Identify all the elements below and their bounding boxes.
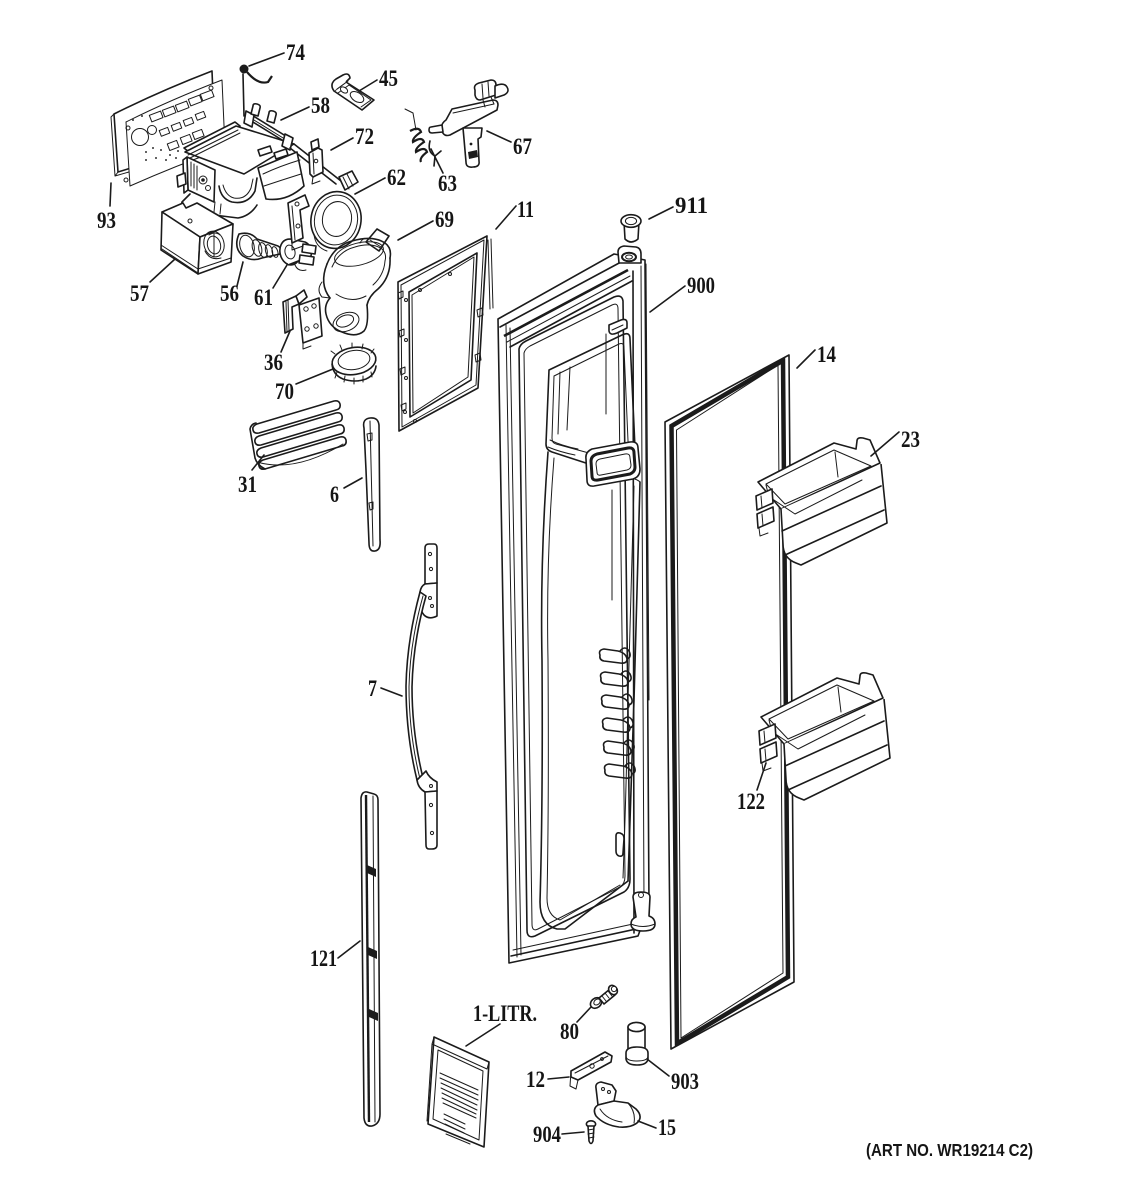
svg-text:14: 14 — [817, 342, 836, 368]
svg-text:11: 11 — [517, 197, 534, 223]
svg-text:62: 62 — [387, 165, 406, 191]
svg-text:900: 900 — [687, 273, 715, 299]
svg-text:36: 36 — [264, 350, 283, 376]
svg-text:93: 93 — [97, 208, 116, 234]
svg-text:45: 45 — [379, 66, 398, 92]
svg-text:6: 6 — [330, 482, 339, 508]
svg-text:56: 56 — [220, 281, 239, 307]
svg-text:121: 121 — [310, 946, 337, 972]
svg-text:15: 15 — [658, 1115, 676, 1141]
svg-text:911: 911 — [675, 193, 708, 219]
svg-text:58: 58 — [311, 93, 330, 119]
svg-text:23: 23 — [901, 427, 920, 453]
svg-text:67: 67 — [513, 134, 532, 160]
svg-text:12: 12 — [526, 1067, 545, 1093]
svg-text:72: 72 — [355, 124, 374, 150]
svg-text:(ART NO. WR19214 C2): (ART NO. WR19214 C2) — [866, 1140, 1033, 1160]
svg-text:31: 31 — [238, 472, 257, 498]
svg-text:903: 903 — [671, 1069, 699, 1095]
svg-text:57: 57 — [130, 281, 149, 307]
svg-text:70: 70 — [275, 379, 294, 405]
svg-text:74: 74 — [286, 40, 305, 66]
svg-text:80: 80 — [560, 1019, 579, 1045]
svg-text:1-LITR.: 1-LITR. — [473, 1001, 537, 1027]
svg-text:63: 63 — [438, 171, 457, 197]
svg-text:7: 7 — [368, 676, 377, 702]
svg-text:904: 904 — [533, 1122, 561, 1148]
svg-text:61: 61 — [254, 285, 273, 311]
svg-text:122: 122 — [737, 789, 765, 815]
svg-text:69: 69 — [435, 207, 454, 233]
